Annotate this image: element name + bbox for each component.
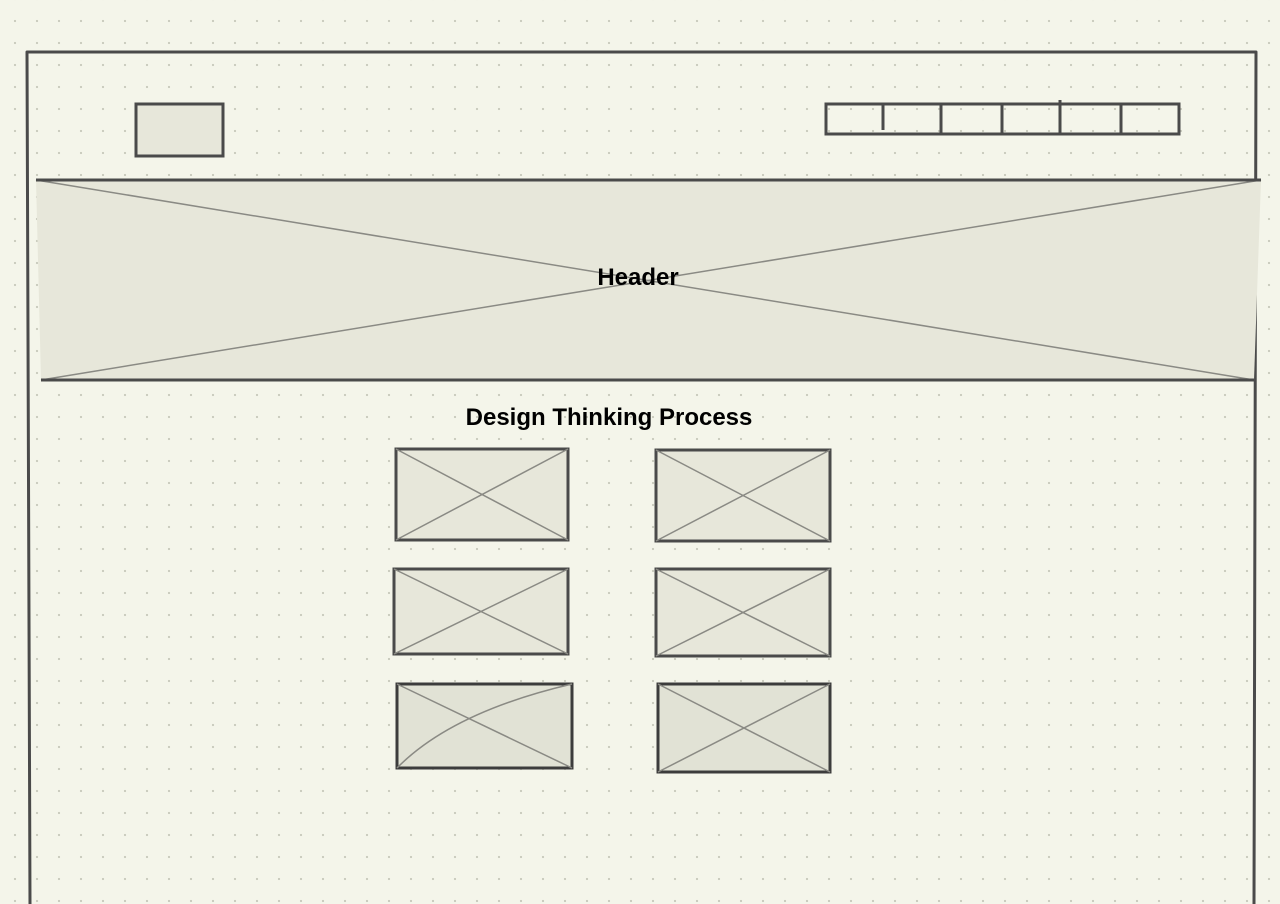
header-image-cross xyxy=(35,179,1255,381)
logo-placeholder[interactable] xyxy=(134,102,225,158)
header-image-placeholder xyxy=(35,178,1262,382)
image-placeholder[interactable] xyxy=(392,567,570,656)
nav-bar[interactable] xyxy=(824,100,1181,136)
page-frame xyxy=(25,50,1258,904)
image-placeholder[interactable] xyxy=(654,567,832,658)
header-label: Header xyxy=(597,264,679,291)
header-image-cross xyxy=(40,179,1262,381)
image-placeholder[interactable] xyxy=(656,682,832,774)
image-placeholder[interactable] xyxy=(654,448,832,543)
image-placeholder[interactable] xyxy=(395,682,574,770)
section-title: Design Thinking Process xyxy=(465,404,753,431)
image-placeholder[interactable] xyxy=(394,447,570,542)
